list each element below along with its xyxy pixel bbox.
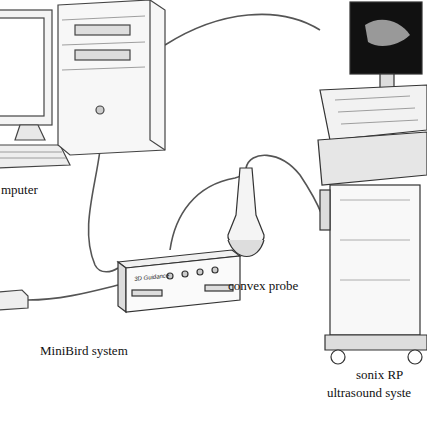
device-label: ultrasound syste (327, 386, 411, 401)
ultrasound-system (318, 2, 427, 364)
minibird-box (118, 250, 240, 312)
convex-probe (228, 168, 264, 257)
cable (246, 155, 322, 215)
device-label: mputer (1, 183, 38, 198)
device-label: sonix RP (356, 368, 403, 383)
computer (0, 0, 165, 168)
device-label: convex probe (228, 279, 298, 294)
cable (165, 14, 320, 45)
cable (89, 150, 118, 272)
transmitter (0, 290, 28, 310)
device-label: MiniBird system (40, 344, 128, 359)
cable (28, 285, 118, 300)
